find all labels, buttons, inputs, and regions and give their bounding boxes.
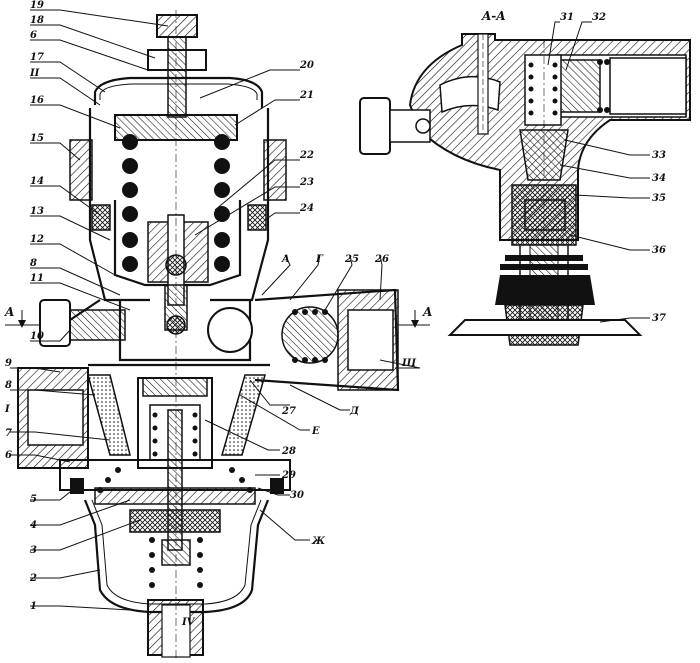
callout-34: 34	[652, 173, 666, 184]
callout-29: 29	[281, 470, 296, 481]
section-rubber-boot	[495, 275, 595, 305]
callout-1: 1	[30, 601, 37, 612]
callout-37: 37	[652, 313, 666, 324]
section-title: A-A	[481, 9, 506, 23]
side-port-bore	[207, 307, 253, 353]
section-seal-ring	[597, 59, 610, 113]
callout-15: 15	[30, 133, 44, 144]
callout-ii: II	[29, 68, 40, 79]
callout-iv: IV	[181, 617, 196, 628]
section-a-a-view	[359, 33, 691, 346]
piston-spring	[152, 412, 198, 457]
callout-8-top: 8	[30, 258, 37, 269]
callout-19: 19	[30, 0, 44, 11]
callout-2: 2	[29, 573, 37, 584]
callout-3: 3	[30, 545, 37, 556]
section-plug	[359, 97, 391, 155]
leader-lines	[10, 9, 650, 611]
callout-31: 31	[560, 12, 574, 23]
callout-33: 33	[652, 150, 666, 161]
filter-left	[87, 374, 131, 456]
callout-18: 18	[30, 15, 44, 26]
callout-10: 10	[30, 331, 44, 342]
callout-35: 35	[652, 193, 666, 204]
callout-8-bottom: 8	[5, 380, 12, 391]
relief-spring	[292, 309, 328, 363]
callout-9: 9	[5, 358, 12, 369]
inlet-plug	[39, 299, 71, 347]
main-valve-view	[5, 10, 430, 660]
callout-7: 7	[5, 428, 12, 439]
callout-17: 17	[30, 52, 44, 63]
diaphragm-spring	[97, 467, 253, 493]
callout-23: 23	[299, 177, 314, 188]
section-boot-ribs	[500, 255, 588, 270]
callout-25: 25	[344, 254, 359, 265]
callout-26: 26	[374, 254, 389, 265]
callout-30: 30	[290, 490, 304, 501]
callout-5: 5	[30, 494, 37, 505]
callout-labels-right: 20 21 22 23 24 A Г 25 26 III 27 Д Е 28 2…	[181, 60, 416, 628]
callout-20: 20	[299, 60, 314, 71]
callout-iii: III	[401, 358, 416, 369]
callout-12: 12	[30, 234, 44, 245]
callout-labels-section: A-A 31 32 33 34 35 36 37	[481, 9, 666, 324]
callout-6-top: 6	[30, 30, 37, 41]
callout-11: 11	[30, 273, 44, 284]
main-spring	[122, 134, 230, 272]
callout-g-chamber: Г	[315, 254, 324, 265]
callout-24: 24	[299, 203, 314, 214]
relief-valve-cap	[281, 306, 339, 364]
section-cut-marks: A A	[4, 305, 432, 319]
diaphragm	[94, 487, 256, 505]
adjusting-screw-head	[156, 14, 198, 38]
callout-32: 32	[592, 12, 606, 23]
callout-labels-left: 19 18 6 17 II 16 15 14 13 12 8 11 10 9 8…	[4, 0, 44, 612]
callout-6-bottom: 6	[5, 450, 12, 461]
callout-zh-chamber: Ж	[311, 536, 326, 547]
callout-a-chamber: A	[281, 254, 290, 265]
callout-16: 16	[30, 95, 44, 106]
filter-right	[221, 374, 266, 456]
callout-e-chamber: Е	[311, 426, 320, 437]
section-valve-spring	[528, 62, 558, 116]
callout-4: 4	[30, 520, 37, 531]
callout-14: 14	[30, 176, 44, 187]
section-push-button	[447, 319, 643, 336]
section-mark-left: A	[4, 305, 14, 319]
callout-13: 13	[30, 206, 44, 217]
callout-36: 36	[652, 245, 666, 256]
spring-cap	[93, 76, 264, 108]
section-mark-right: A	[422, 305, 432, 319]
callout-d-chamber: Д	[349, 406, 360, 417]
callout-27: 27	[281, 406, 296, 417]
callout-28: 28	[281, 446, 296, 457]
lower-spring	[149, 537, 203, 588]
callout-21: 21	[299, 90, 314, 101]
callout-i: I	[4, 404, 10, 415]
callout-22: 22	[299, 150, 314, 161]
